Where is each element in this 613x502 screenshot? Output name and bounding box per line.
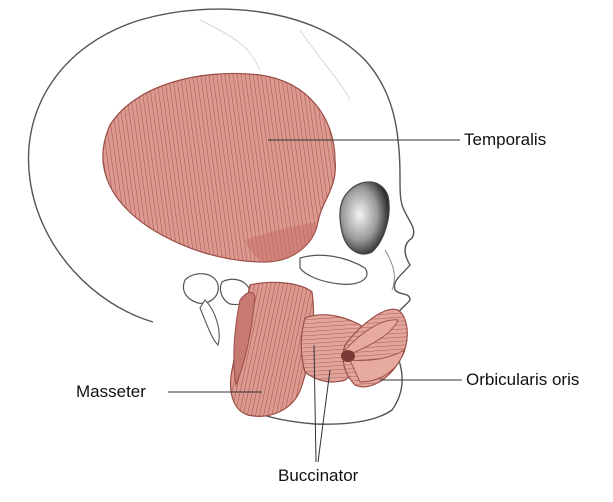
label-masseter: Masseter bbox=[76, 383, 146, 400]
mastoid-process bbox=[183, 274, 218, 304]
label-buccinator: Buccinator bbox=[278, 467, 358, 484]
label-orbicularis-oris: Orbicularis oris bbox=[466, 371, 579, 388]
label-temporalis: Temporalis bbox=[464, 131, 546, 148]
buccinator-leader-2 bbox=[318, 370, 330, 462]
modiolus bbox=[341, 350, 355, 362]
